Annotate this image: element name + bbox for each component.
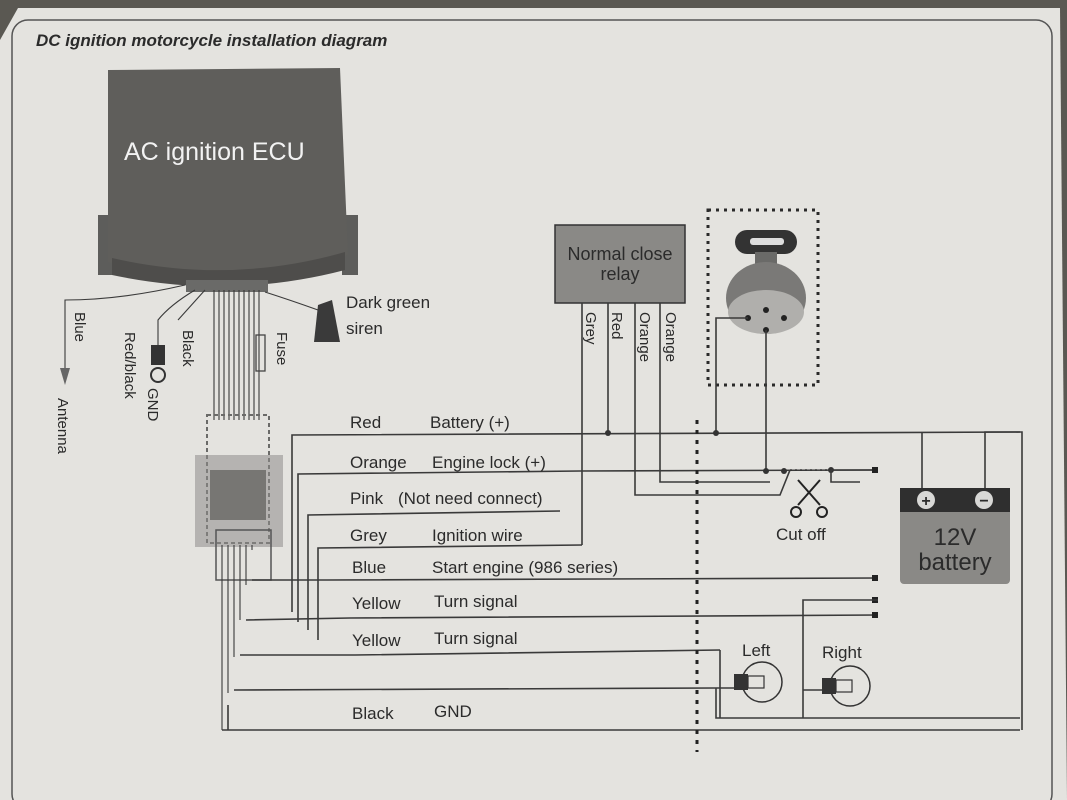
gnd-connector-icon (151, 345, 165, 365)
right-bulb-icon (822, 665, 871, 707)
harness-function-0: Battery (+) (430, 413, 510, 432)
fuse-icon (255, 334, 266, 372)
ecu-label: AC ignition ECU (124, 138, 305, 166)
relay-label-line2: relay (600, 264, 639, 284)
siren-icon (314, 300, 340, 342)
harness-bundle (195, 290, 283, 730)
harness-wires (222, 431, 1021, 731)
turn-signals: Left Right (715, 599, 1020, 719)
battery-plus-icon: + (921, 493, 930, 510)
red-black-label: Red/black (121, 332, 138, 399)
harness-function-6: Turn signal (434, 629, 517, 648)
gnd-label: GND (144, 388, 161, 422)
scissors-icon (790, 479, 828, 518)
left-bulb-icon (734, 661, 783, 703)
harness-color-3: Grey (350, 526, 387, 545)
gnd-ring-icon (150, 367, 166, 383)
harness-color-7: Black (352, 704, 394, 723)
fuse-label: Fuse (273, 332, 290, 365)
left-lamp-label: Left (742, 641, 771, 660)
relay-wire-label-1: Red (608, 312, 625, 340)
antenna-icon (60, 368, 70, 385)
siren-label-line2: siren (346, 319, 383, 338)
battery-label-line1: 12V (934, 524, 977, 551)
battery-minus-icon: − (979, 493, 988, 510)
right-lamp-label: Right (822, 643, 862, 662)
relay-label-line1: Normal close (567, 244, 672, 264)
harness-color-4: Blue (352, 558, 386, 577)
harness-labels: Red Battery (+) Orange Engine lock (+) P… (350, 413, 618, 723)
antenna-label: Antenna (54, 398, 71, 455)
harness-function-7: GND (434, 702, 472, 721)
relay: Normal close relay Grey Red Orange Orang… (554, 224, 791, 545)
ecu-box: AC ignition ECU (98, 68, 358, 292)
harness-color-2: Pink (350, 489, 384, 508)
harness-function-1: Engine lock (+) (432, 453, 546, 472)
black-wire-label: Black (179, 330, 196, 367)
cutoff: Cut off (776, 469, 875, 544)
harness-function-5: Turn signal (434, 592, 517, 611)
battery-label-line2: battery (918, 549, 991, 576)
harness-function-4: Start engine (986 series) (432, 558, 618, 577)
blue-antenna-wire-label: Blue (71, 312, 88, 342)
relay-wire-label-2: Orange (636, 312, 653, 362)
relay-wire-label-0: Grey (582, 312, 599, 345)
siren-label-line1: Dark green (346, 293, 430, 312)
diagram-title: DC ignition motorcycle installation diag… (36, 31, 387, 50)
harness-function-3: Ignition wire (432, 526, 523, 545)
ignition-switch (706, 208, 820, 471)
cutoff-label: Cut off (776, 525, 826, 544)
battery: + − 12V battery (900, 431, 1023, 730)
diagram-frame (11, 19, 1053, 800)
harness-color-1: Orange (350, 453, 407, 472)
harness-function-2: (Not need connect) (398, 489, 543, 508)
harness-color-6: Yellow (352, 631, 401, 650)
relay-wire-label-3: Orange (662, 312, 679, 362)
harness-color-5: Yellow (352, 594, 401, 613)
harness-color-0: Red (350, 413, 381, 432)
